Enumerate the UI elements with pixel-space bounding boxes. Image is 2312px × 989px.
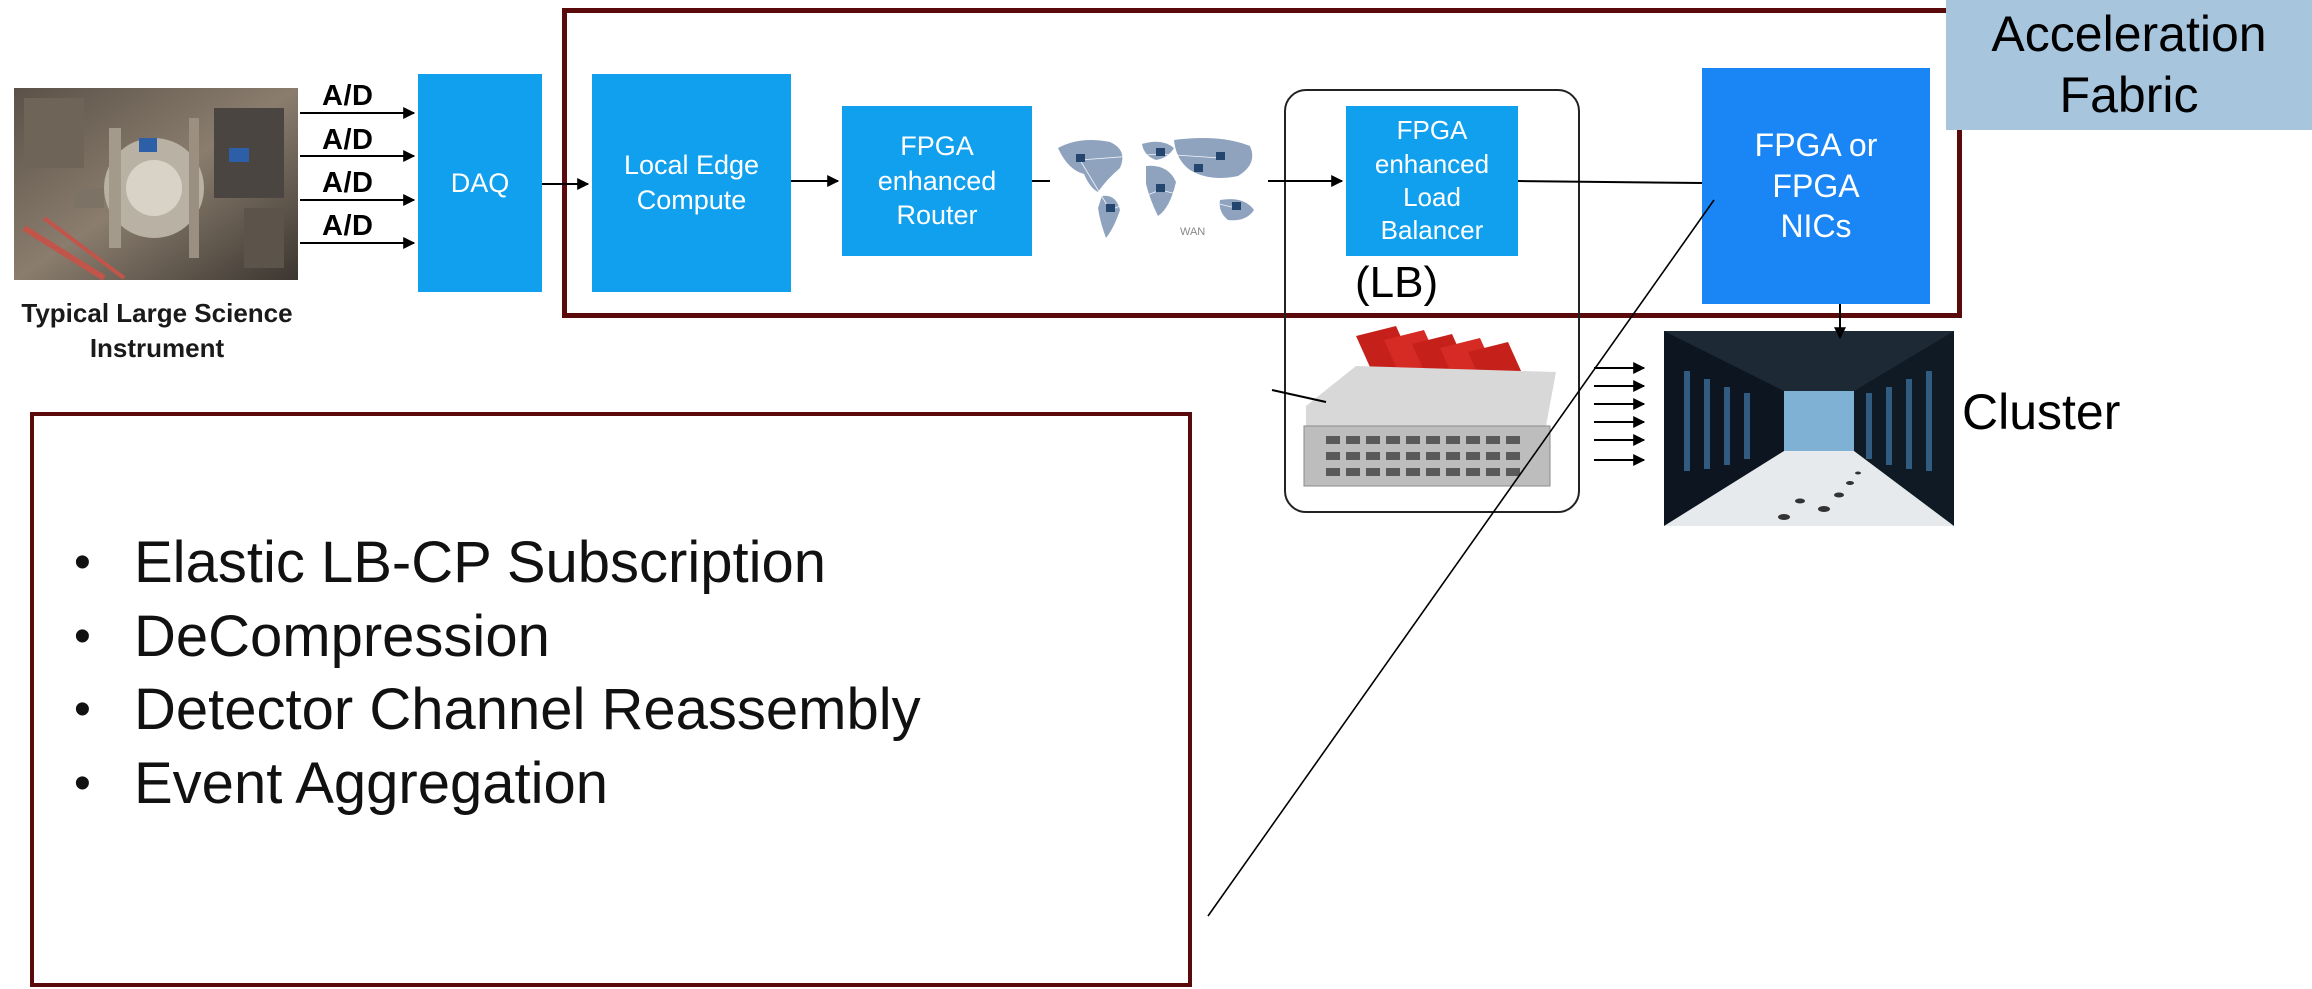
instrument-photo: [14, 88, 298, 281]
features-list: • Elastic LB-CP Subscription • DeCompressi…: [54, 526, 921, 820]
daq-box: DAQ: [418, 74, 542, 292]
acceleration-fabric-frame: [562, 8, 1962, 318]
ad-label: A/D: [322, 210, 374, 242]
feature-item: • DeCompression: [54, 600, 921, 674]
local-edge-compute-box: Local Edge Compute: [592, 74, 791, 292]
switch-hardware-image: [1296, 326, 1566, 504]
fpga-load-balancer-box: FPGA enhanced Load Balancer: [1346, 106, 1518, 256]
bullet-icon: •: [74, 756, 91, 810]
ad-label: A/D: [322, 124, 374, 156]
features-box: • Elastic LB-CP Subscription • DeCompressi…: [30, 412, 1192, 987]
local-edge-compute-label: Local Edge Compute: [623, 150, 760, 215]
feature-item: • Elastic LB-CP Subscription: [54, 526, 921, 600]
load-balancer-group: [1284, 89, 1580, 513]
fpga-nics-label: FPGA or FPGA NICs: [1754, 126, 1878, 245]
fpga-router-box: FPGA enhanced Router: [842, 106, 1032, 256]
bullet-icon: •: [74, 609, 91, 663]
lb-label: (LB): [1355, 258, 1439, 307]
daq-label: DAQ: [450, 167, 510, 198]
cluster-image: [1664, 331, 1954, 526]
bullet-icon: •: [74, 536, 91, 589]
cluster-label: Cluster: [1962, 384, 2121, 440]
feature-text: DeCompression: [134, 603, 550, 669]
wan-map: WAN: [1050, 130, 1268, 242]
feature-text: Event Aggregation: [134, 750, 609, 816]
feature-item: • Event Aggregation: [54, 747, 921, 821]
ad-label: A/D: [322, 167, 374, 199]
feature-text: Detector Channel Reassembly: [134, 677, 921, 742]
instrument-caption: Typical Large Science Instrument: [21, 298, 293, 363]
ad-label: A/D: [322, 80, 374, 112]
fpga-load-balancer-label: FPGA enhanced Load Balancer: [1374, 115, 1490, 246]
feature-text: Elastic LB-CP Subscription: [134, 530, 827, 595]
acceleration-fabric-label: Acceleration Fabric: [1946, 0, 2312, 130]
feature-item: • Detector Channel Reassembly: [54, 673, 921, 747]
wan-label: WAN: [1180, 226, 1206, 238]
fpga-nics-box: FPGA or FPGA NICs: [1702, 68, 1930, 304]
bullet-icon: •: [74, 683, 91, 736]
fpga-router-label: FPGA enhanced Router: [877, 131, 997, 231]
